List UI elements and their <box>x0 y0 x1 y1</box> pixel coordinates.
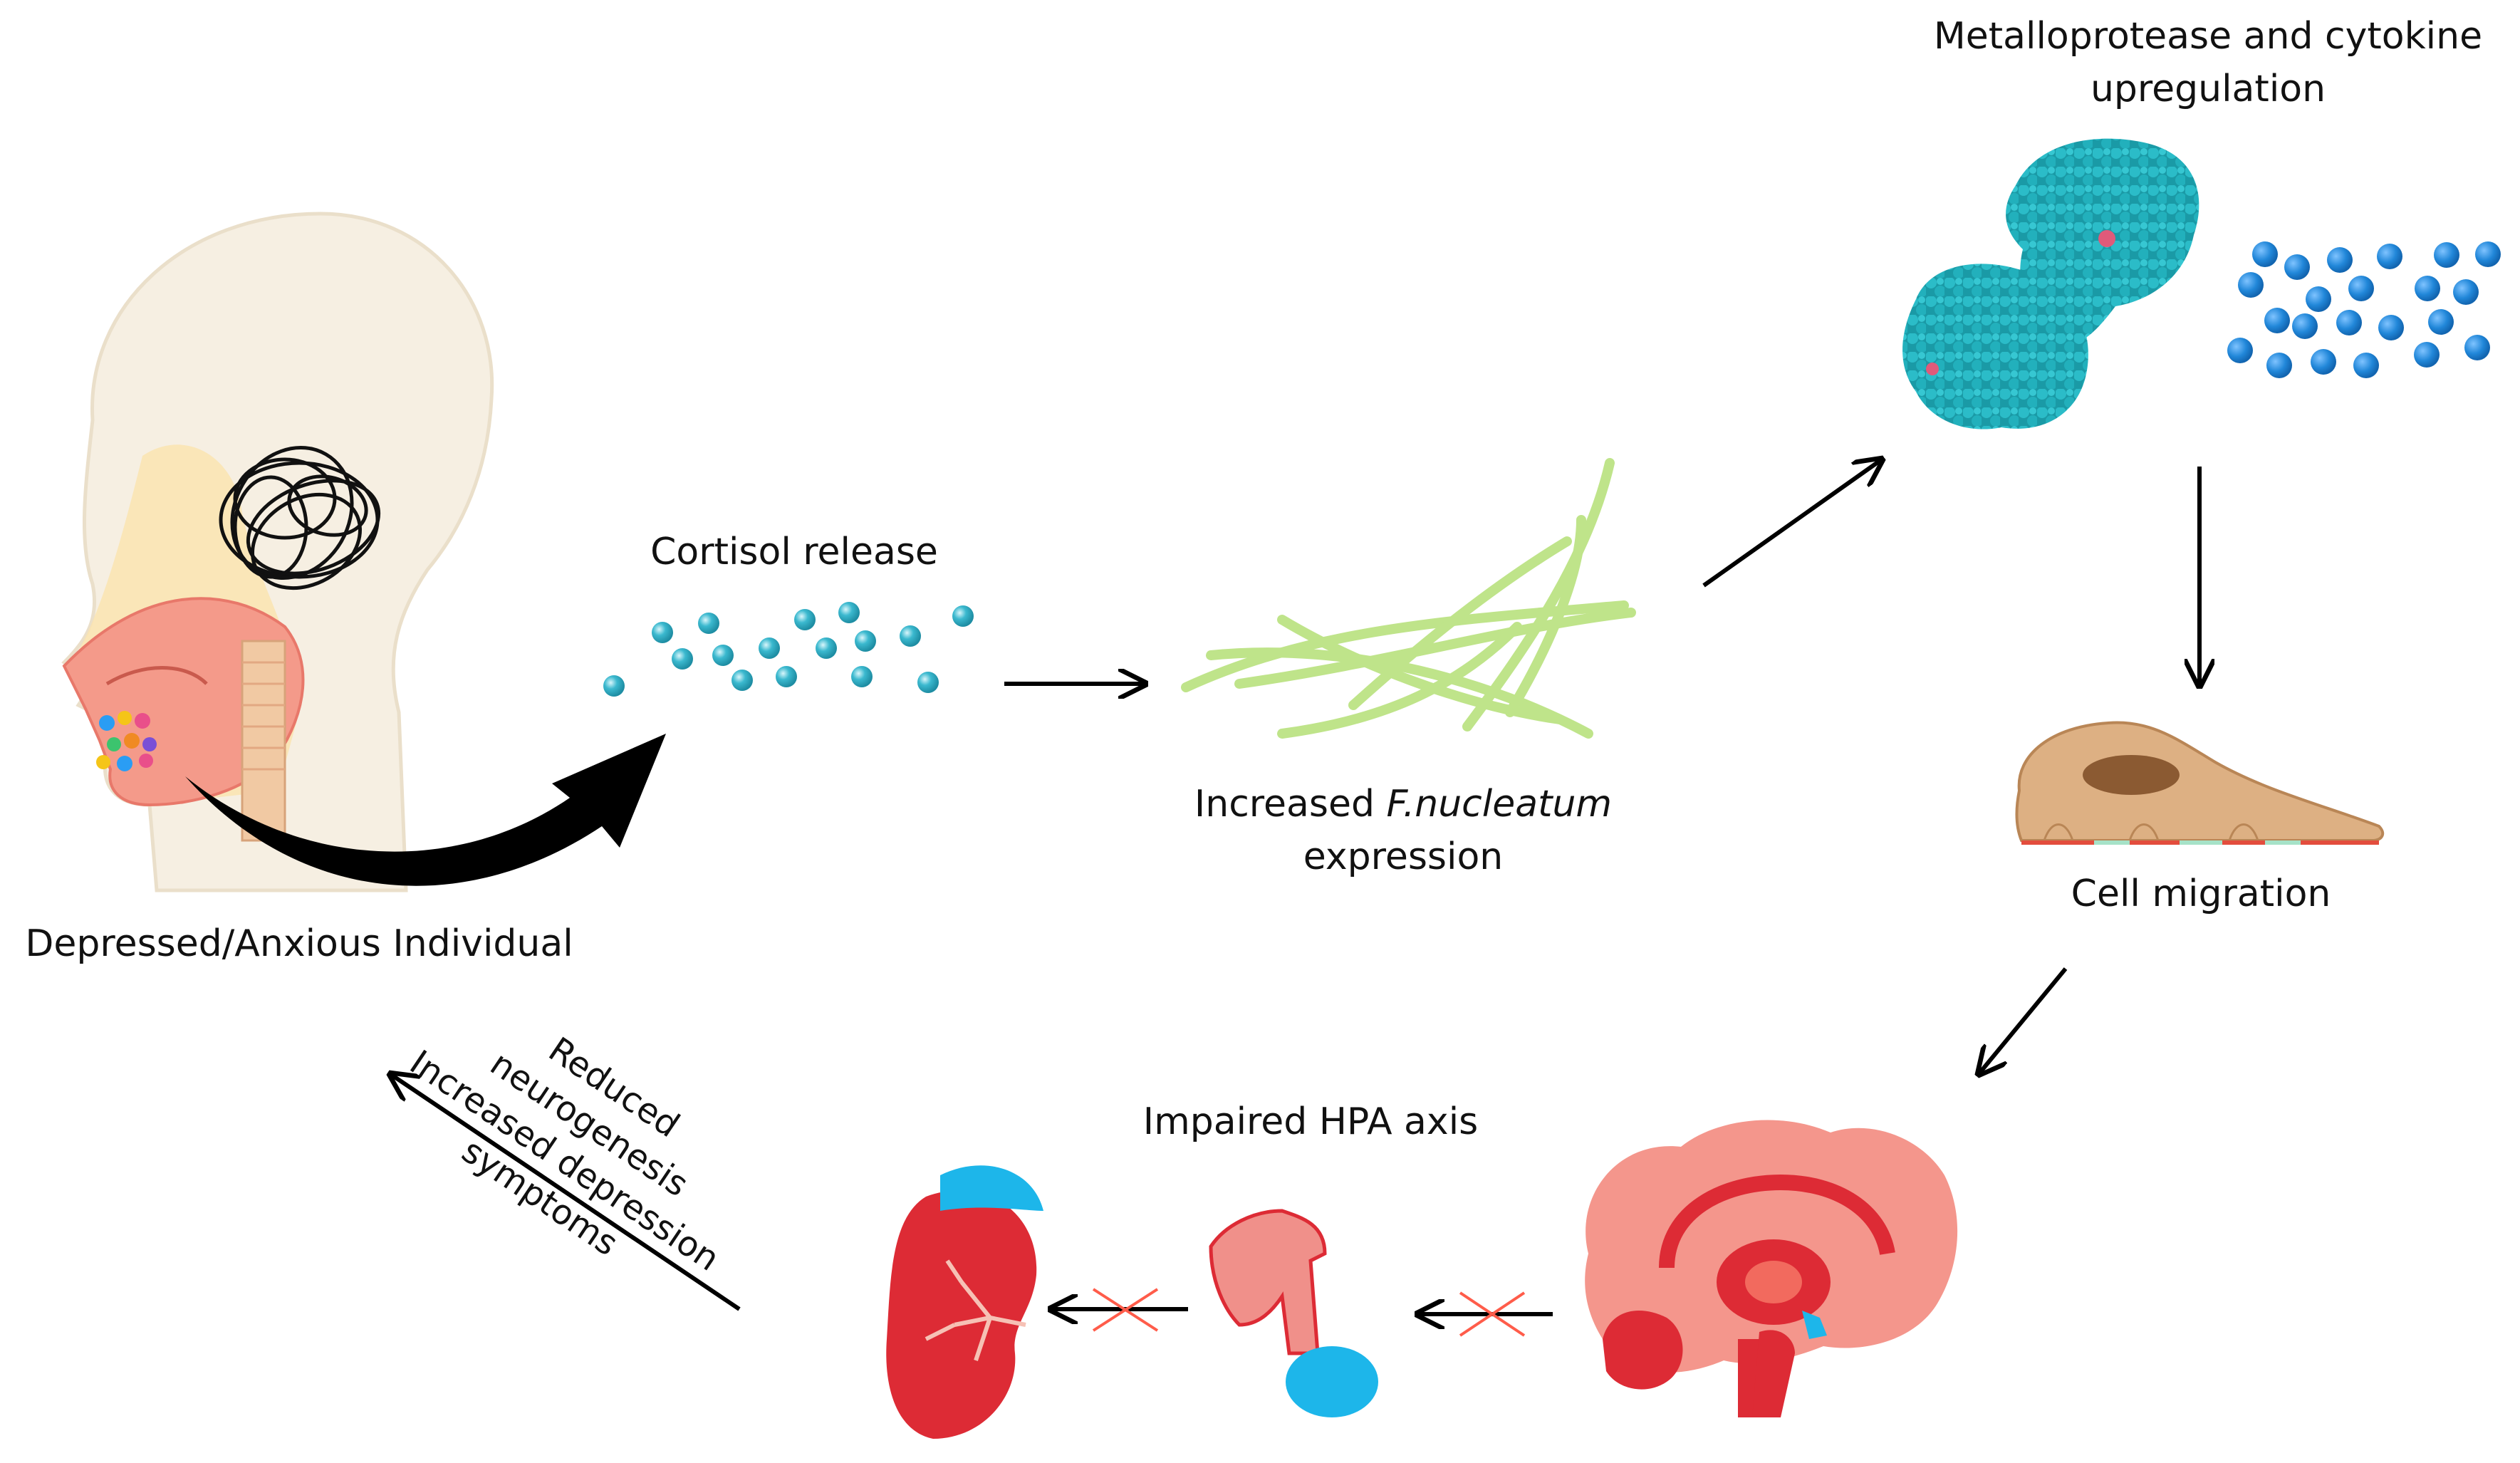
fn-expression-label: Increased F.nucleatum expression <box>1140 778 1667 883</box>
mmp-cytokine-label: Metalloprotease and cytokine upregulatio… <box>1916 10 2500 115</box>
cortisol-particles <box>603 602 974 697</box>
arrow-bacteria-to-mmp <box>1702 459 1882 588</box>
hpa-label: Impaired HPA axis <box>1142 1100 1479 1143</box>
curved-arrow-to-cortisol <box>185 734 666 886</box>
pituitary-icon <box>1209 1209 1378 1417</box>
oral-bacteria-icon <box>96 711 157 771</box>
tangled-thoughts-icon <box>219 446 381 590</box>
blocked-cross-icon-2 <box>1092 1288 1159 1332</box>
migration-label: Cell migration <box>2071 873 2331 915</box>
individual-label: Depressed/Anxious Individual <box>25 922 573 965</box>
metalloprotease-structure <box>1902 138 2199 429</box>
cytokine-particles <box>2227 241 2501 378</box>
brain-icon <box>1585 1120 1958 1417</box>
fn-species: F.nucleatum <box>1386 783 1613 826</box>
blocked-cross-icon <box>1459 1291 1526 1337</box>
fn-prefix: Increased <box>1194 783 1387 826</box>
arrow-migration-to-brain <box>1979 967 2068 1074</box>
adrenal-kidney-icon <box>886 1165 1043 1439</box>
head-illustration <box>61 212 494 892</box>
mmp-line-2: upregulation <box>2090 68 2326 110</box>
fn-suffix: expression <box>1303 835 1504 878</box>
fusobacterium-rods <box>1181 458 1636 739</box>
arrow-back-to-individual <box>390 1074 741 1311</box>
mmp-line-1: Metalloprotease and cytokine <box>1933 15 2483 58</box>
migrating-cell <box>2015 721 2385 845</box>
cortisol-label: Cortisol release <box>650 531 938 573</box>
